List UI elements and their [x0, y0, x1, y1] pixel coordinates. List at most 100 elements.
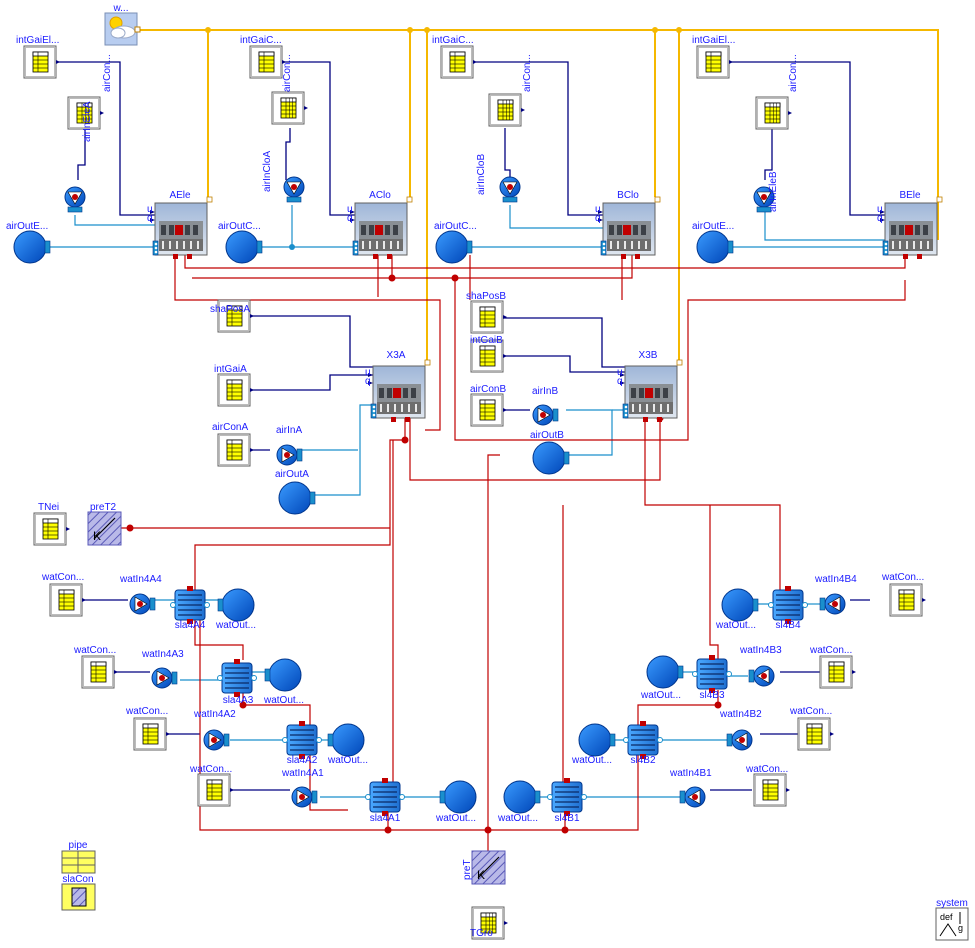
slab-b-4-label: sl4B1	[554, 813, 579, 824]
wat-con-a-table-2[interactable]: watCon...	[73, 645, 118, 689]
air-in-a-source-label: airInA	[276, 425, 302, 436]
air-out-sink-4-label: airOutE...	[692, 221, 734, 232]
slab-b-1[interactable]: sl4B4	[768, 586, 808, 631]
wat-in-b-source-2[interactable]: watIn4B3	[739, 645, 782, 687]
int-gai-table-2[interactable]: intGaiC...	[240, 35, 286, 79]
wat-con-a-table-3[interactable]: watCon...	[125, 706, 170, 751]
pipe-label: pipe	[69, 840, 88, 851]
wat-con-b-table-2[interactable]: watCon...	[809, 645, 856, 689]
air-con-table-4[interactable]	[755, 96, 792, 130]
wat-con-b-table-4[interactable]: watCon...	[745, 764, 790, 807]
wat-out-b-sink-2[interactable]: watOut...	[640, 655, 684, 701]
wat-out-a-sink-1[interactable]: watOut...	[215, 588, 256, 631]
wat-con-a-table-4-label: watCon...	[189, 764, 232, 775]
slab-a-1[interactable]: sla4A4	[170, 586, 210, 631]
wat-out-b-sink-4[interactable]: watOut...	[497, 780, 541, 824]
slab-b-1-label: sl4B4	[775, 620, 800, 631]
wat-out-a-sink-4[interactable]: watOut...	[435, 780, 477, 824]
air-con-a-table[interactable]: airConA	[212, 422, 254, 467]
wat-in-a-source-4-label: watIn4A1	[281, 768, 324, 779]
int-gai-a-table[interactable]: intGaiA	[214, 364, 254, 407]
int-gai-table-3[interactable]: intGaiC...	[432, 35, 477, 79]
slab-a-3[interactable]: sla4A2	[282, 721, 322, 766]
wat-in-a-source-3[interactable]: watIn4A2	[193, 709, 236, 751]
air-out-b-sink[interactable]: airOutB	[530, 430, 570, 475]
wat-out-a-sink-3[interactable]: watOut...	[327, 723, 368, 766]
tgro-table[interactable]: TGro	[470, 906, 508, 940]
wat-out-b-sink-1-label: watOut...	[715, 620, 756, 631]
air-con-b-table[interactable]: airConB	[470, 384, 507, 427]
air-out-sink-1[interactable]: airOutE...	[6, 221, 51, 264]
wat-in-a-source-4[interactable]: watIn4A1	[281, 768, 324, 808]
int-gai-a-table-label: intGaiA	[214, 364, 247, 375]
air-in-source-2[interactable]	[283, 176, 305, 203]
air-con-b-table-label: airConB	[470, 384, 506, 395]
sha-pos-b-table[interactable]: shaPosB	[466, 291, 507, 334]
air-out-sink-2[interactable]: airOutC...	[218, 221, 263, 264]
pipe-record[interactable]: pipe	[61, 840, 96, 874]
int-gai-table-1[interactable]: intGaiEl...	[16, 35, 60, 79]
weather-block[interactable]: w...	[104, 3, 141, 46]
system-g: g	[958, 923, 963, 933]
air-in-source-3[interactable]	[499, 176, 521, 203]
air-in-b-source-label: airInB	[532, 386, 558, 397]
slab-a-4-label: sla4A1	[370, 813, 401, 824]
tnei-table[interactable]: TNei	[33, 502, 70, 546]
air-in-source-1[interactable]	[64, 186, 86, 213]
wat-con-a-table-1[interactable]: watCon...	[41, 572, 86, 617]
air-con-table-2[interactable]	[271, 91, 308, 125]
wat-in-b-source-3[interactable]: watIn4B2	[719, 709, 762, 751]
zone-4-port-u: u	[877, 204, 883, 215]
air-in-source-4[interactable]	[753, 186, 775, 213]
wat-in-b-source-3-label: watIn4B2	[719, 709, 762, 720]
zone-2-label: AClo	[369, 190, 391, 201]
air-out-sink-4[interactable]: airOutE...	[692, 221, 734, 264]
wat-con-a-table-3-label: watCon...	[125, 706, 168, 717]
air-in-b-source[interactable]: airInB	[532, 386, 558, 426]
air-in-a-source[interactable]: airInA	[276, 425, 302, 466]
wat-out-b-sink-3[interactable]: watOut...	[571, 723, 616, 766]
int-gai-table-4[interactable]: intGaiEl...	[692, 35, 735, 79]
wat-out-a-sink-3-label: watOut...	[327, 755, 368, 766]
slab-a-4[interactable]: sla4A1	[365, 778, 405, 824]
air-con-a-table-label: airConA	[212, 422, 248, 433]
slab-b-4[interactable]: sl4B1	[547, 778, 587, 824]
wat-in-a-source-1[interactable]: watIn4A4	[119, 574, 162, 615]
air-con-table-3[interactable]	[488, 93, 525, 127]
wat-in-b-source-4[interactable]: watIn4B1	[669, 768, 712, 808]
wat-con-a-table-1-label: watCon...	[41, 572, 84, 583]
wat-in-a-source-2[interactable]: watIn4A3	[141, 649, 184, 689]
wat-con-b-table-1[interactable]: watCon...	[881, 572, 926, 617]
wat-out-b-sink-1[interactable]: watOut...	[715, 588, 759, 631]
wat-out-a-sink-4-label: watOut...	[435, 813, 476, 824]
air-out-a-sink[interactable]: airOutA	[275, 469, 316, 515]
slab-a-2-label: sla4A3	[223, 695, 254, 706]
sha-pos-a-table[interactable]: shaPosA	[210, 299, 254, 333]
wat-con-b-table-3[interactable]: watCon...	[789, 706, 834, 751]
int-gai-b-table[interactable]: intGaiB	[470, 335, 507, 373]
slab-a-2[interactable]: sla4A3	[217, 659, 257, 706]
zone-x3a-port-u: u	[365, 367, 371, 378]
wat-in-b-source-1[interactable]: watIn4B4	[814, 574, 857, 615]
zone-1-label: AEle	[169, 190, 191, 201]
wat-con-a-table-4[interactable]: watCon...	[189, 764, 234, 807]
tgro-table-label: TGro	[470, 928, 493, 939]
air-con-table-1[interactable]	[67, 96, 104, 130]
slacon-record[interactable]: slaCon	[61, 874, 96, 911]
slab-b-2[interactable]: sl4B3	[692, 655, 732, 701]
air-con-label-4: airCon...	[788, 54, 799, 92]
wat-in-a-source-3-label: watIn4A2	[193, 709, 236, 720]
int-gai-table-2-label: intGaiC...	[240, 35, 282, 46]
wat-out-a-sink-2[interactable]: watOut...	[263, 658, 304, 706]
air-out-sink-3[interactable]: airOutC...	[434, 221, 477, 264]
slab-b-3[interactable]: sl4B2	[623, 721, 663, 766]
